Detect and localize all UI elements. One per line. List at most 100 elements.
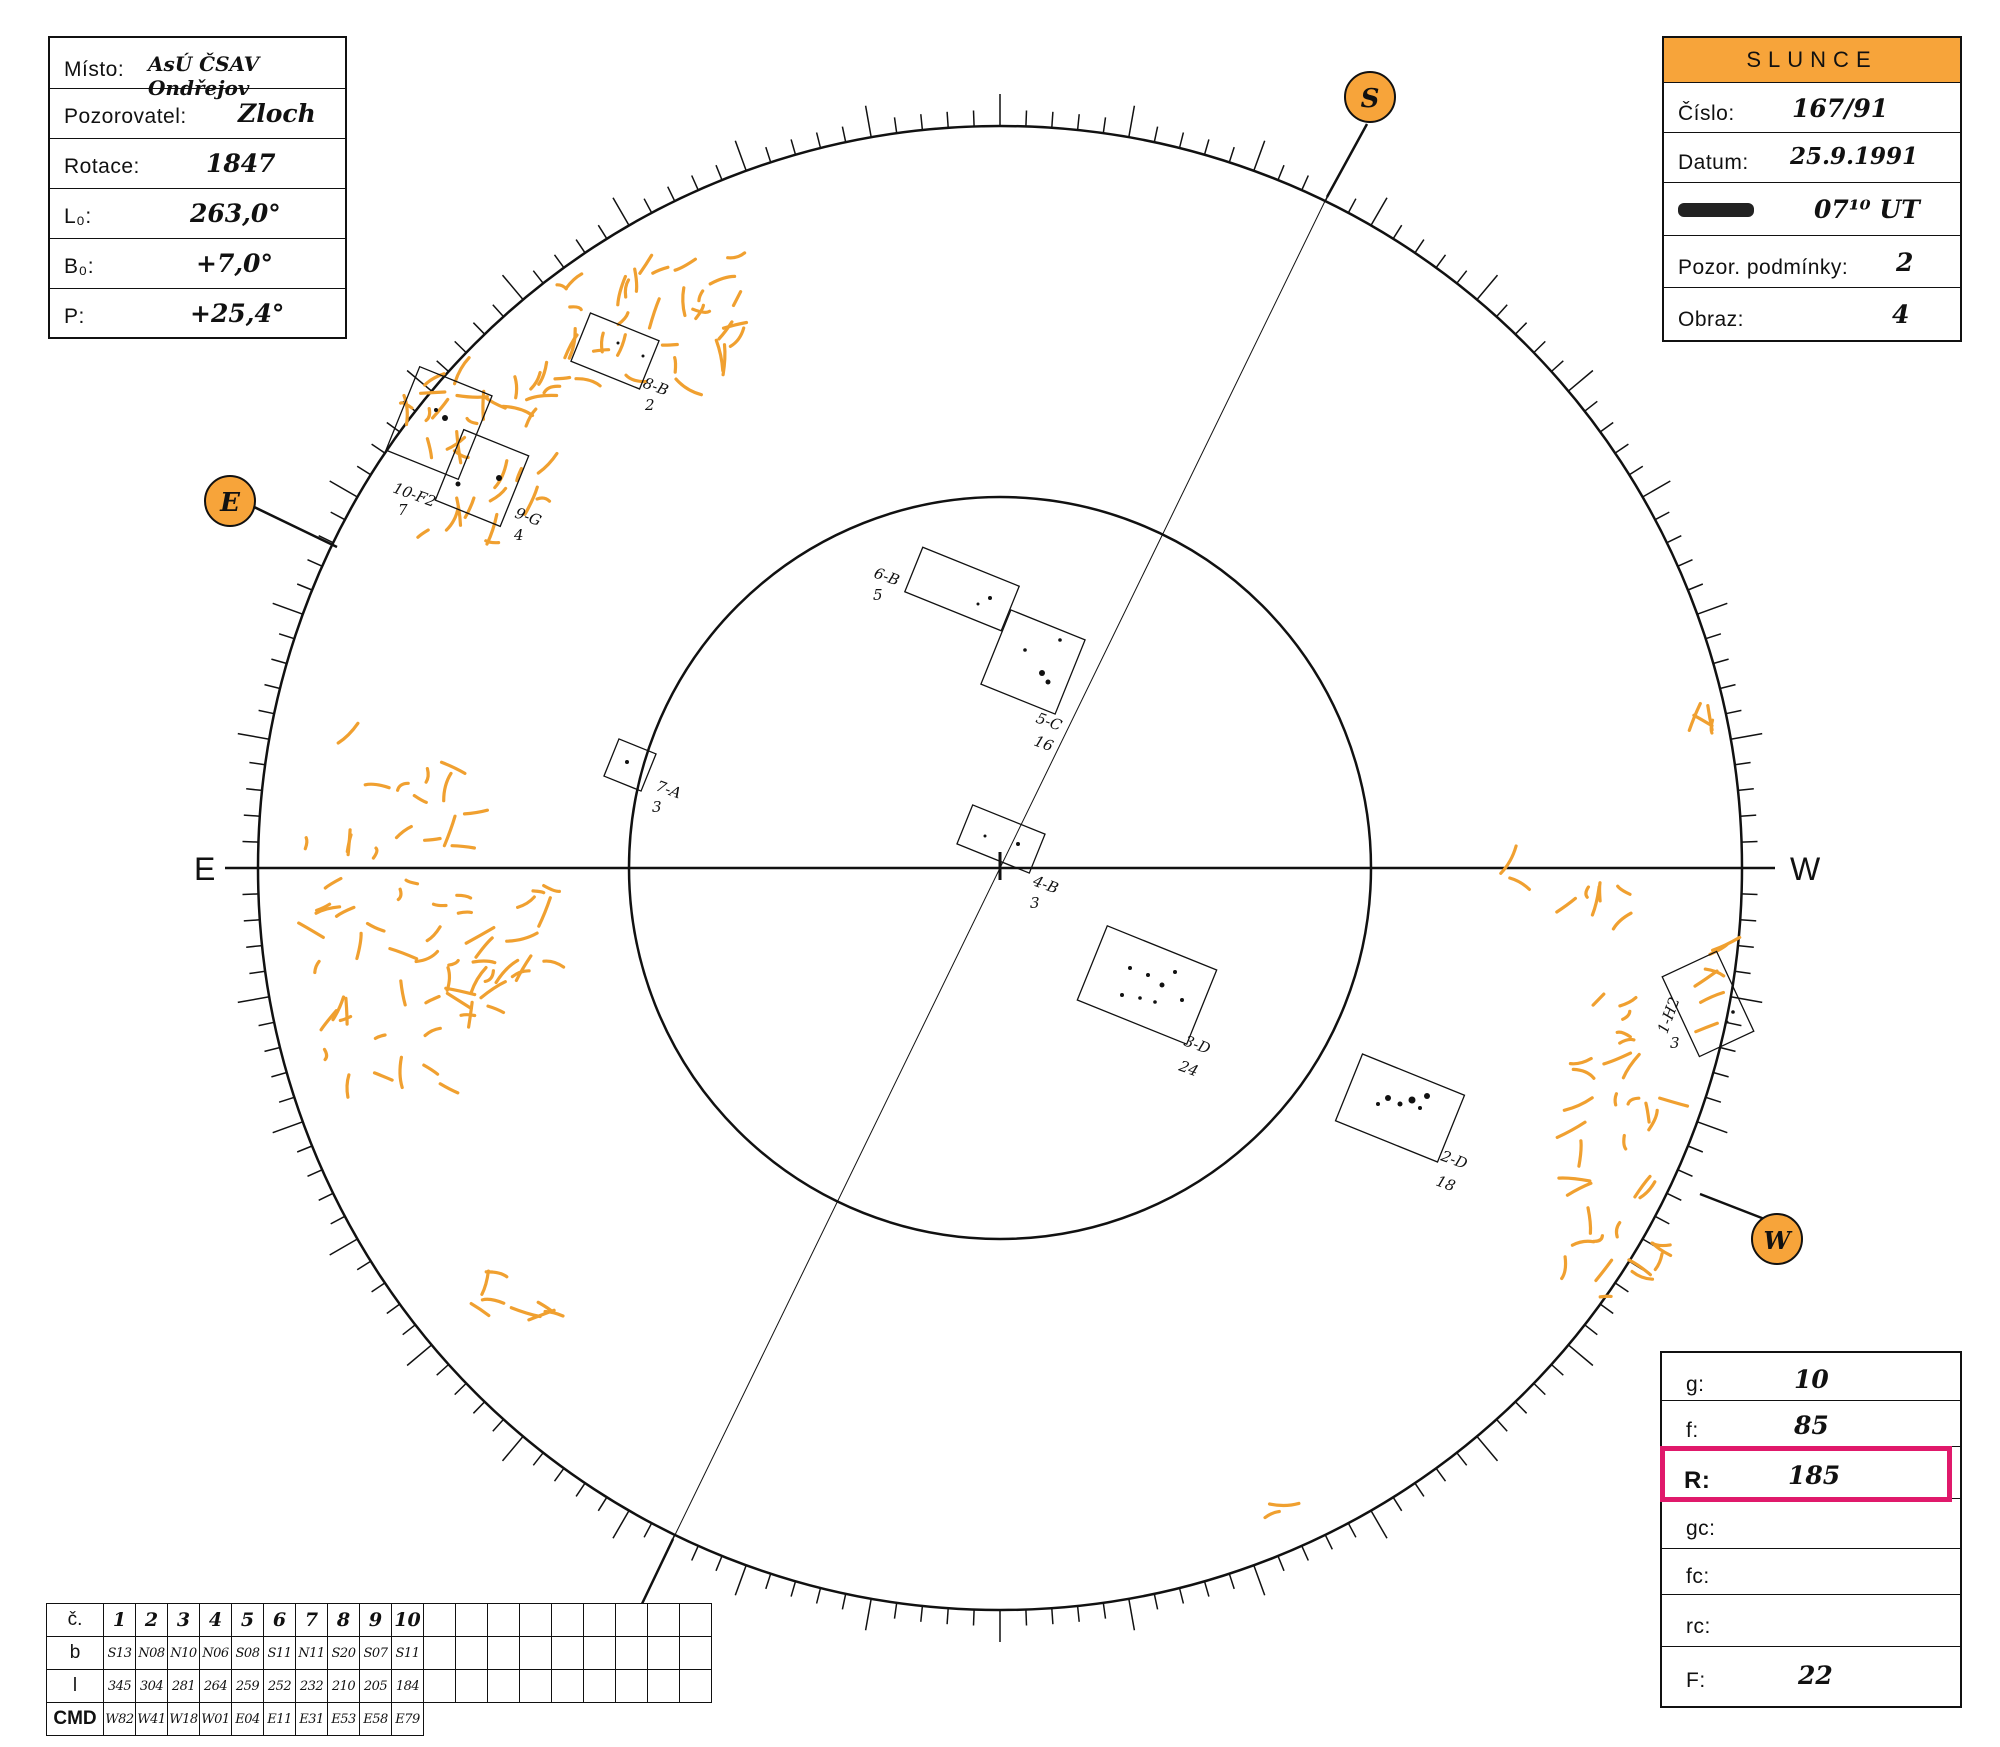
- pozorovatel-value: Zloch: [238, 99, 316, 128]
- table-cell-empty: [487, 1603, 520, 1637]
- facula-stroke: [313, 959, 321, 975]
- facula-stroke: [474, 936, 494, 959]
- table-cell-empty: [455, 1603, 488, 1637]
- facula-stroke: [1614, 1221, 1622, 1239]
- limb-tick: [1128, 1598, 1136, 1631]
- podminky-value: 2: [1896, 248, 1914, 277]
- limb-tick: [1741, 893, 1758, 896]
- facula-stroke: [1699, 990, 1725, 1004]
- limb-tick: [371, 443, 386, 454]
- table-cell-empty: [487, 1669, 520, 1703]
- limb-tick: [1051, 111, 1054, 128]
- limb-tick: [1476, 274, 1499, 301]
- table-cell: N08: [135, 1636, 168, 1670]
- group-label-2: 2-D: [1438, 1147, 1470, 1173]
- limb-tick: [1514, 1401, 1528, 1414]
- limb-tick: [1435, 254, 1447, 269]
- limb-tick: [329, 480, 358, 498]
- limb-tick: [864, 105, 872, 138]
- limb-tick: [790, 1581, 797, 1597]
- facula-stroke: [314, 905, 342, 915]
- facula-stroke: [1621, 1009, 1632, 1021]
- limb-tick: [1567, 369, 1594, 392]
- group-label-5: 5-C: [1034, 709, 1065, 735]
- table-cell: W18: [167, 1702, 200, 1736]
- table-cell: S08: [231, 1636, 264, 1670]
- facula-stroke: [623, 278, 631, 299]
- table-cell: N10: [167, 1636, 200, 1670]
- table-cell: 10: [391, 1603, 424, 1637]
- limb-tick: [492, 1418, 505, 1432]
- table-cell-empty: [423, 1669, 456, 1703]
- facula-stroke: [1618, 996, 1638, 1008]
- facula-stroke: [1630, 1269, 1655, 1281]
- limb-tick: [765, 1573, 772, 1590]
- facula-stroke: [1622, 1133, 1628, 1151]
- facula-stroke: [480, 1297, 506, 1305]
- cislo-label: Číslo:: [1678, 102, 1735, 125]
- table-cell-empty: [551, 1636, 584, 1670]
- limb-tick: [972, 1609, 975, 1626]
- limb-tick: [1687, 1145, 1704, 1153]
- limb-tick: [1719, 683, 1736, 690]
- datum-value: 25.9.1991: [1790, 143, 1919, 170]
- limb-tick: [1584, 400, 1598, 412]
- table-cell: 3: [167, 1603, 200, 1637]
- fc-label: fc:: [1686, 1565, 1710, 1588]
- facula-stroke: [438, 1082, 460, 1095]
- table-cell-empty: [455, 1669, 488, 1703]
- facula-stroke: [1658, 1096, 1690, 1108]
- facula-stroke: [536, 451, 559, 475]
- facula-stroke: [1611, 911, 1633, 931]
- time-label-scribble: [1678, 203, 1754, 217]
- group-count-9: 4: [513, 526, 524, 544]
- facula-stroke: [494, 958, 520, 985]
- group-label-3: 3-D: [1182, 1032, 1213, 1058]
- faculae-drawings: [297, 251, 1742, 1520]
- p-value: +25,4°: [190, 299, 285, 328]
- table-cell-empty: [679, 1603, 712, 1637]
- limb-tick: [492, 304, 505, 318]
- facula-stroke: [697, 289, 705, 303]
- rotation-axis-thick-bottom: [638, 1538, 675, 1609]
- west-label: W: [1790, 851, 1821, 887]
- group-count-10: 7: [398, 501, 408, 519]
- facula-stroke: [424, 407, 432, 423]
- west-marker-stem: [1699, 1192, 1768, 1222]
- limb-tick: [1514, 322, 1528, 335]
- facula-stroke: [322, 1047, 329, 1062]
- limb-tick: [1076, 114, 1080, 131]
- marker-e-text: E: [219, 488, 241, 518]
- facula-stroke: [1586, 1206, 1593, 1235]
- limb-tick: [243, 919, 260, 922]
- limb-tick: [1476, 1435, 1499, 1462]
- facula-stroke: [728, 326, 746, 348]
- facula-stroke: [529, 370, 542, 391]
- limb-tick: [532, 1452, 544, 1466]
- facula-stroke: [673, 257, 697, 272]
- table-cell: S07: [359, 1636, 392, 1670]
- facula-stroke: [365, 921, 386, 933]
- limb-tick: [243, 814, 260, 817]
- misto-label: Místo:: [64, 58, 125, 81]
- facula-stroke: [423, 836, 442, 842]
- limb-tick: [386, 1303, 401, 1315]
- facula-stroke: [638, 253, 654, 275]
- limb-tick: [271, 658, 287, 665]
- limb-tick: [1677, 559, 1693, 567]
- facula-stroke: [1621, 1052, 1641, 1080]
- facula-stroke: [450, 844, 476, 850]
- facula-stroke: [394, 825, 413, 840]
- facula-stroke: [564, 272, 584, 290]
- limb-tick: [1533, 340, 1546, 354]
- limb-tick: [841, 126, 847, 143]
- facula-stroke: [1267, 1501, 1301, 1508]
- r-value-highlight: [1660, 1446, 1952, 1502]
- limb-tick: [1654, 1215, 1670, 1225]
- table-cell-empty: [583, 1603, 616, 1637]
- limb-tick: [1642, 480, 1671, 498]
- facula-stroke: [423, 372, 446, 387]
- limb-tick: [1025, 1609, 1028, 1626]
- facula-stroke: [731, 290, 743, 308]
